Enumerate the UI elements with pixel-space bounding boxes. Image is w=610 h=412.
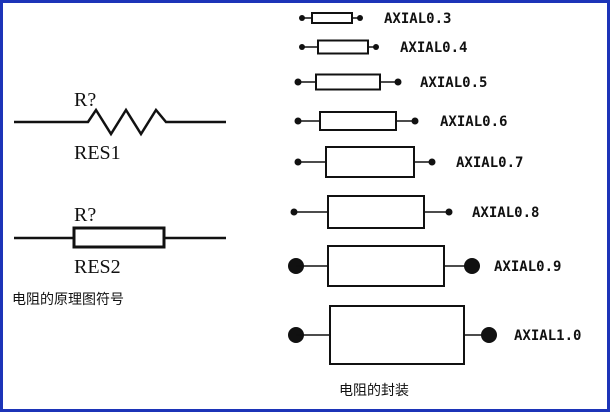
footprint-axial1-0: AXIAL1.0 [288, 305, 581, 365]
pad-right [373, 44, 379, 50]
pad-right [464, 258, 480, 274]
footprint-axial0-8: AXIAL0.8 [290, 195, 539, 229]
pad-right [445, 208, 453, 216]
footprint-caption: 电阻的封装 [339, 383, 409, 399]
footprint-label: AXIAL0.8 [472, 205, 539, 221]
body-outline [315, 73, 381, 91]
body-outline [311, 12, 353, 24]
footprint-axial0-5: AXIAL0.5 [294, 73, 487, 91]
body-outline [325, 146, 415, 178]
res2-box-symbol [72, 226, 166, 249]
res1-zigzag-symbol [14, 107, 226, 137]
footprint-label: AXIAL1.0 [514, 328, 581, 344]
footprint-axial0-9: AXIAL0.9 [288, 245, 561, 287]
footprint-label: AXIAL0.5 [420, 75, 487, 91]
schematic-res1: R? RES1 [14, 89, 226, 164]
body-outline [327, 245, 445, 287]
res1-name: RES1 [74, 142, 121, 164]
body-outline [329, 305, 465, 365]
footprint-axial0-6: AXIAL0.6 [294, 111, 507, 131]
pad-right [481, 327, 497, 343]
footprint-label: AXIAL0.9 [494, 259, 561, 275]
body-outline [317, 39, 369, 55]
footprint-label: AXIAL0.4 [400, 40, 467, 56]
schematic-caption: 电阻的原理图符号 [12, 292, 124, 308]
res2-designator: R? [74, 204, 96, 226]
schematic-res2: R? RES2 [14, 204, 226, 278]
res2-name: RES2 [74, 256, 121, 278]
pad-right [411, 117, 419, 125]
pad-right [428, 158, 436, 166]
body-outline [319, 111, 397, 131]
footprint-list: AXIAL0.3AXIAL0.4AXIAL0.5AXIAL0.6AXIAL0.7… [288, 11, 581, 365]
pad-right [357, 15, 363, 21]
resistor-diagram: R? RES1 R? RES2 电阻的原理图符号 AXIAL0.3AXIAL0.… [12, 11, 581, 399]
pad-right [394, 78, 402, 86]
res1-designator: R? [74, 89, 96, 111]
footprint-axial0-4: AXIAL0.4 [299, 39, 467, 56]
footprint-axial0-7: AXIAL0.7 [294, 146, 523, 178]
footprint-label: AXIAL0.7 [456, 155, 523, 171]
footprint-label: AXIAL0.3 [384, 11, 451, 27]
footprint-label: AXIAL0.6 [440, 114, 507, 130]
footprint-axial0-3: AXIAL0.3 [299, 11, 451, 27]
body-outline [327, 195, 425, 229]
